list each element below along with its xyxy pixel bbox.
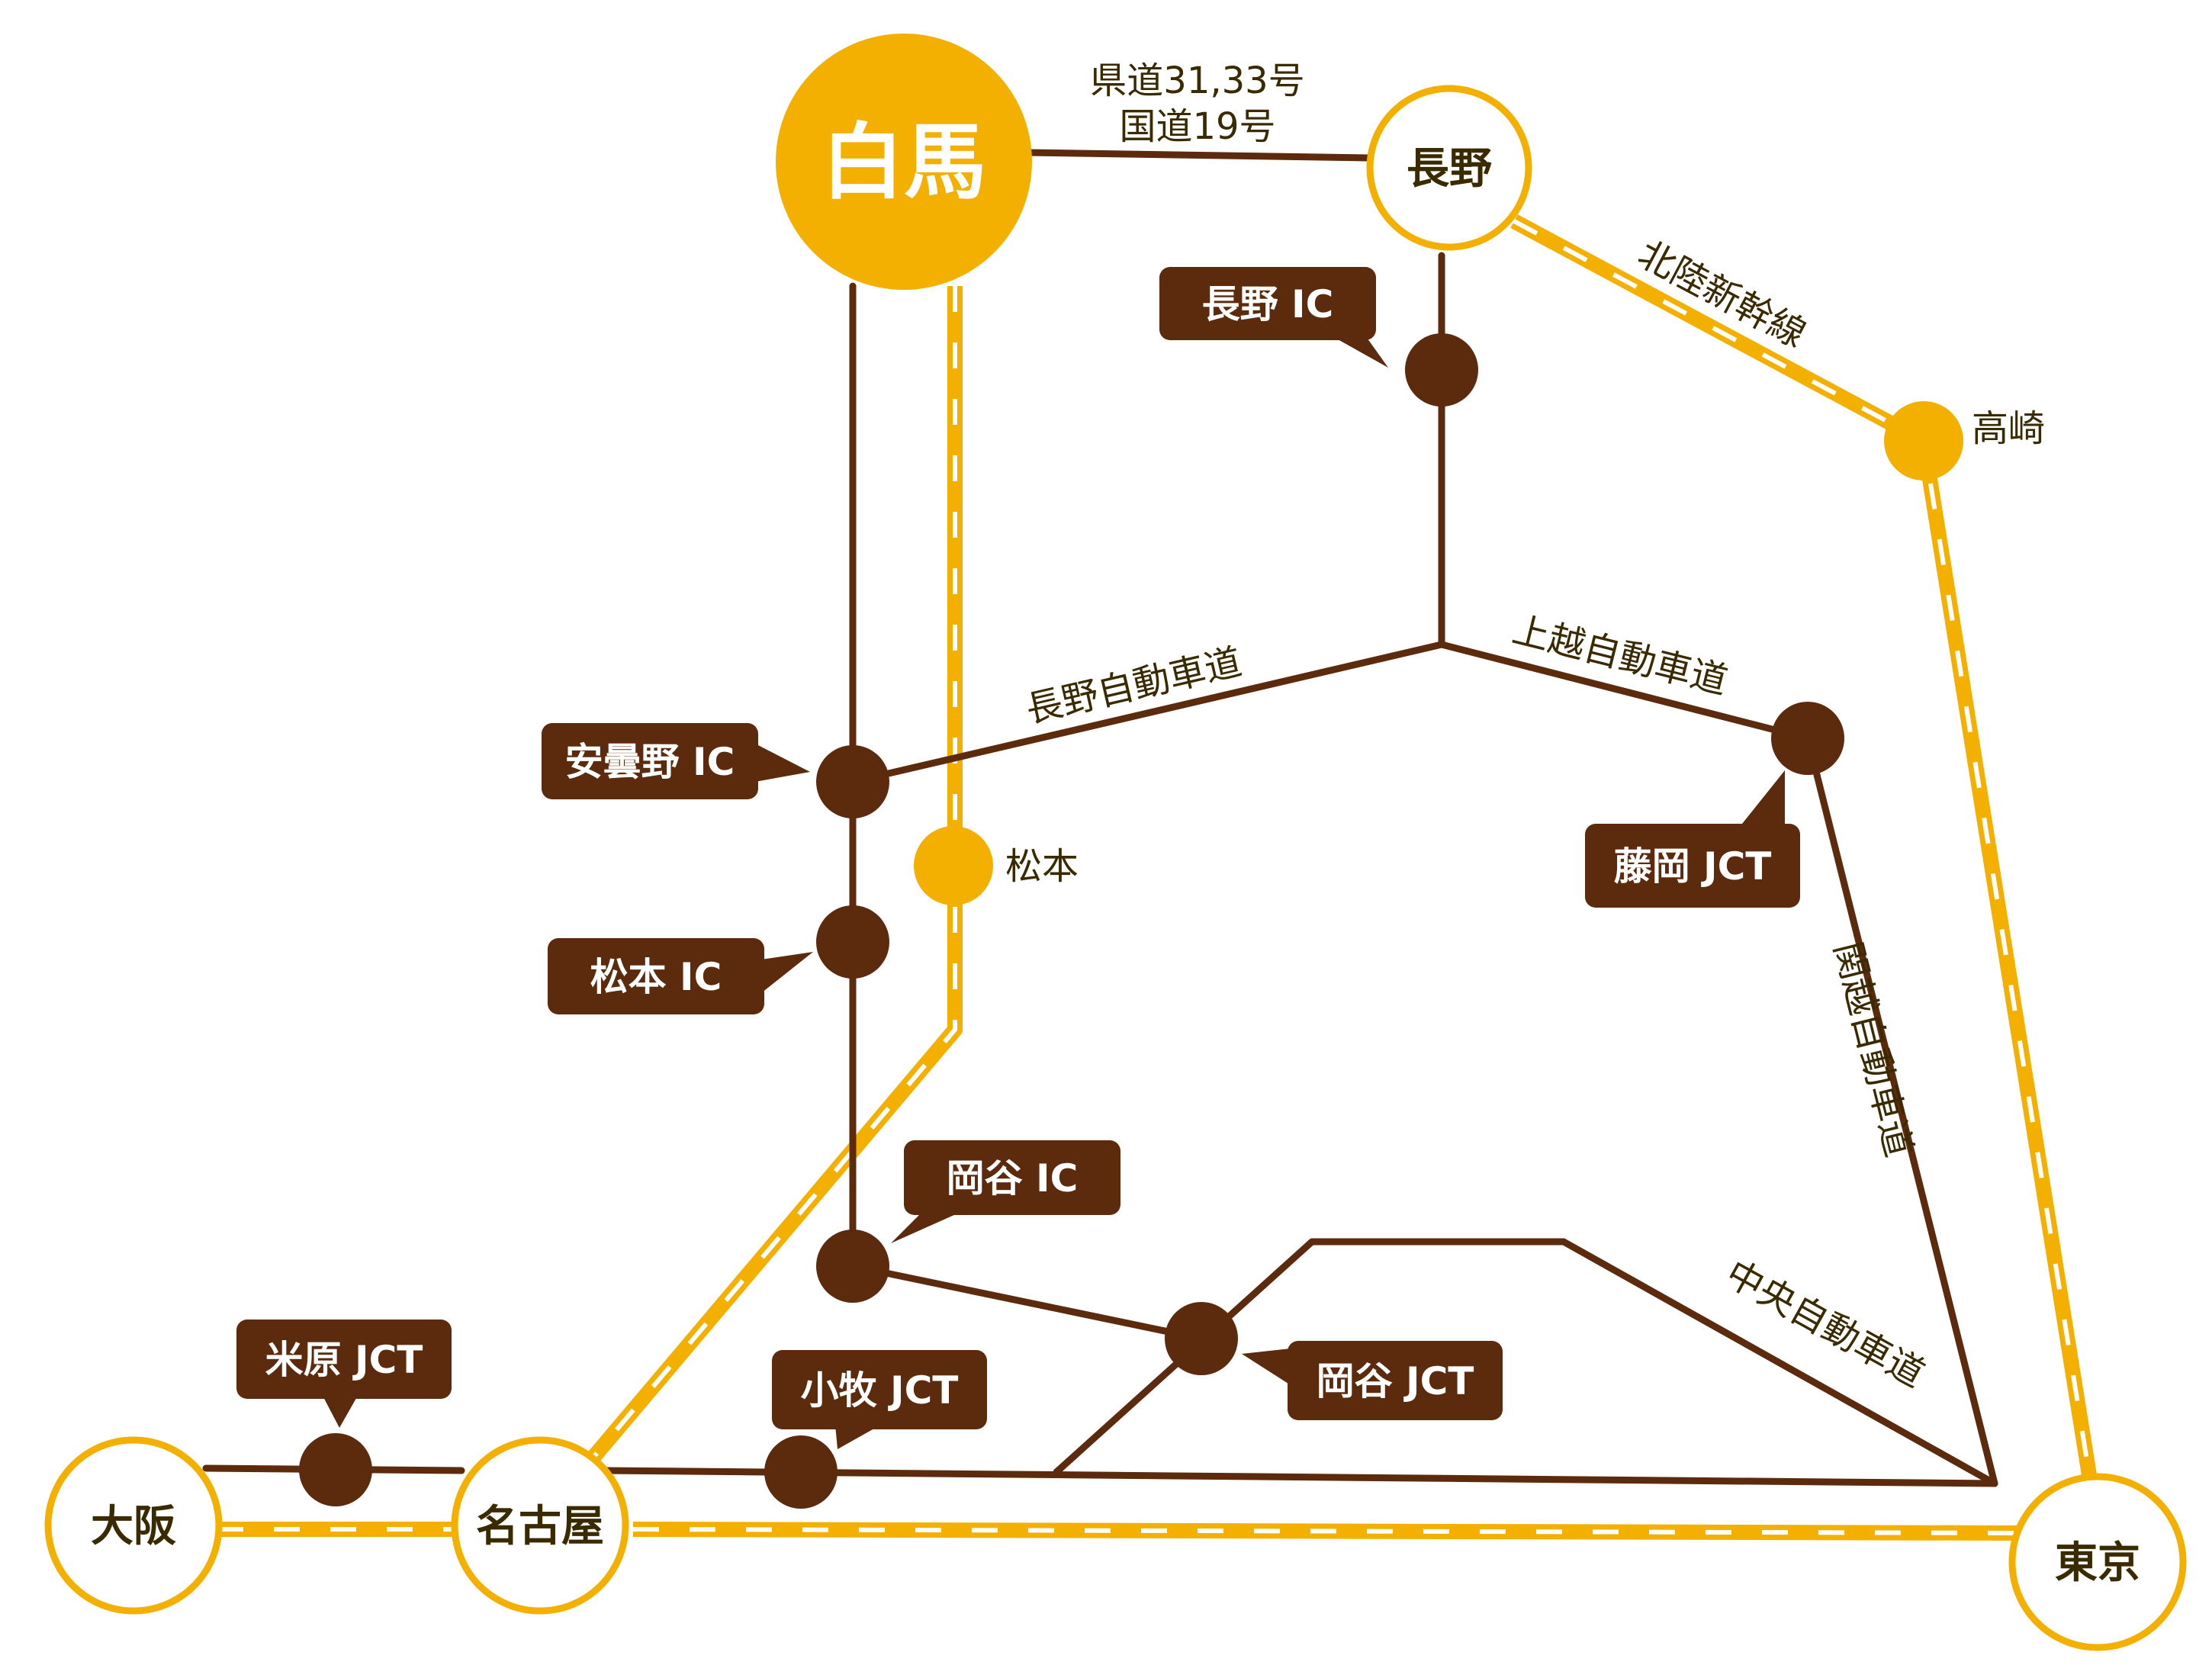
jct-dot-azumino-ic: [816, 745, 889, 818]
callout-azumino-ic-label: 安曇野 IC: [565, 740, 735, 784]
jct-dot-komaki-jct: [764, 1435, 838, 1509]
station-dot-takasaki: [1884, 401, 1963, 481]
jct-dot-fujioka-jct: [1771, 702, 1844, 775]
jct-dot-okaya-ic: [816, 1230, 889, 1303]
city-osaka: [44, 1436, 223, 1615]
rail-hakuba-nagoya: [581, 286, 963, 1470]
callout-fujioka-jct-label: 藤岡 JCT: [1614, 844, 1772, 889]
city-hakuba-label: 白馬: [821, 115, 986, 211]
jct-dot-matsumoto-ic: [816, 905, 889, 979]
callout-okaya-ic-label: 岡谷 IC: [947, 1156, 1079, 1201]
callout-okaya-jct-label: 岡谷 JCT: [1317, 1359, 1474, 1403]
station-dot-matsumoto: [914, 826, 993, 905]
city-nagano: [1366, 85, 1532, 251]
road-joshinetsu-expressway: [1438, 641, 1812, 742]
callout-komaki-jct: 小牧 JCT: [772, 1350, 987, 1449]
route-labels: 高崎 松本 県道31,33号 国道19号 北陸新幹線 長野自動車道 上越自動車道…: [1005, 59, 2045, 1396]
callout-komaki-jct-label: 小牧 JCT: [801, 1368, 959, 1413]
city-tokyo: [2008, 1473, 2187, 1651]
city-nagoya-label: 名古屋: [476, 1502, 604, 1551]
road-okaya-ic-jct: [849, 1262, 1205, 1342]
route-label-chuo-expressway: 中央自動車道: [1718, 1252, 1931, 1397]
city-nagoya: [451, 1436, 629, 1615]
callout-nagano-ic: 長野 IC: [1159, 267, 1388, 368]
callout-okaya-ic: 岡谷 IC: [891, 1140, 1120, 1243]
city-tokyo-label: 東京: [2055, 1538, 2140, 1588]
jct-dot-nagano-ic: [1405, 333, 1478, 407]
city-hakuba: [776, 34, 1032, 290]
city-nagano-label: 長野: [1407, 144, 1492, 194]
jct-dot-okaya-jct: [1165, 1302, 1238, 1375]
rail-nagoya-tokyo-dash: [632, 1527, 2026, 1535]
callouts: 長野 IC 安曇野 IC 松本 IC 岡谷 IC 藤岡 JCT: [236, 267, 1800, 1449]
station-dots: [914, 401, 1963, 905]
callout-matsumoto-ic: 松本 IC: [548, 938, 813, 1014]
city-osaka-label: 大阪: [91, 1502, 176, 1551]
callout-matsumoto-ic-label: 松本 IC: [590, 955, 722, 999]
road-hakuba-nagano: [1024, 149, 1373, 162]
callout-fujioka-jct: 藤岡 JCT: [1585, 770, 1800, 908]
route-label-national-road: 国道19号: [1119, 105, 1275, 148]
callout-okaya-jct: 岡谷 JCT: [1242, 1341, 1503, 1420]
cities: 白馬 長野 大阪 名古屋 東京: [44, 34, 2187, 1651]
route-label-kanetsu-expressway: 関越自動車道: [1826, 938, 1921, 1162]
rail-hakuba-nagoya-dash: [585, 286, 957, 1466]
station-label-matsumoto: 松本: [1005, 845, 1079, 888]
road-kanetsu-expressway: [1804, 735, 1998, 1487]
junction-dots: [299, 333, 1844, 1509]
road-nagano-expressway: [849, 641, 1445, 786]
jct-dot-maibara-jct: [299, 1433, 372, 1506]
callout-azumino-ic: 安曇野 IC: [542, 723, 810, 799]
route-label-prefectural-road: 県道31,33号: [1090, 59, 1304, 102]
callout-maibara-jct-label: 米原 JCT: [265, 1338, 423, 1382]
callout-nagano-ic-label: 長野 IC: [1202, 282, 1334, 326]
callout-maibara-jct: 米原 JCT: [236, 1320, 452, 1428]
station-label-takasaki: 高崎: [1972, 407, 2045, 450]
